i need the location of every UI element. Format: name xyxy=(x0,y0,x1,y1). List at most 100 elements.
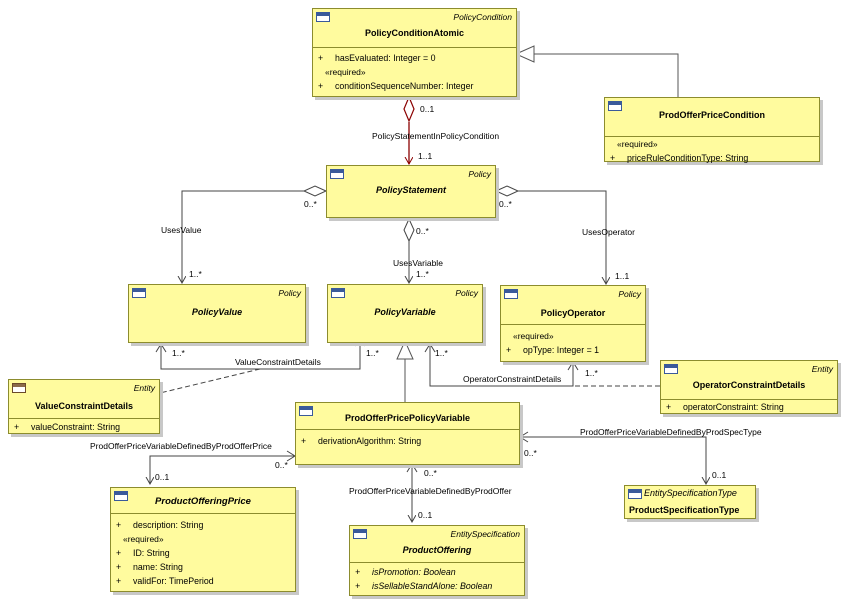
attribute: +valueConstraint: String xyxy=(14,422,120,432)
class-header: Entity OperatorConstraintDetails xyxy=(661,361,837,400)
multiplicity-label: 1..* xyxy=(189,269,202,279)
class-icon xyxy=(330,169,344,179)
multiplicity-label: 1..* xyxy=(172,348,185,358)
class-icon xyxy=(664,364,678,374)
multiplicity-label: 1..* xyxy=(585,368,598,378)
class-name: ProductOfferingPrice xyxy=(155,496,251,507)
class-product-offering-price[interactable]: ProductOfferingPrice +description: Strin… xyxy=(110,487,296,592)
generalization-price-policy-variable xyxy=(396,339,414,402)
attribute: +description: String xyxy=(116,520,204,530)
multiplicity-label: 0..* xyxy=(416,226,429,236)
association-operator-constraint-details xyxy=(424,343,660,387)
association-name-label: UsesOperator xyxy=(582,227,635,237)
attribute: +derivationAlgorithm: String xyxy=(301,436,422,446)
class-name: PolicyStatement xyxy=(375,185,447,195)
class-header: ProdOfferPriceCondition xyxy=(605,98,819,137)
attribute: +isPromotion: Boolean xyxy=(355,567,456,577)
attribute: +name: String xyxy=(116,562,183,572)
class-header: Entity ValueConstraintDetails xyxy=(9,380,159,419)
attribute: +ID: String xyxy=(116,548,170,558)
class-stereotype: Entity xyxy=(133,383,155,393)
class-header: EntitySpecification ProductOffering xyxy=(350,526,524,563)
attribute: +priceRuleConditionType: String xyxy=(610,153,749,163)
association-defined-by-prod-offer-price xyxy=(150,450,296,484)
class-policy-condition-atomic[interactable]: PolicyCondition PolicyConditionAtomic +h… xyxy=(312,8,517,97)
association-uses-operator xyxy=(494,185,606,284)
class-policy-statement[interactable]: Policy PolicyStatement xyxy=(326,165,496,218)
association-name-label: ProdOfferPriceVariableDefinedByProdSpecT… xyxy=(580,427,762,437)
class-stereotype: EntitySpecificationType xyxy=(644,488,737,498)
attribute: +hasEvaluated: Integer = 0 xyxy=(318,53,436,63)
association-name-label: ProdOfferPriceVariableDefinedByProdOffer… xyxy=(90,441,272,451)
multiplicity-label: 0..* xyxy=(304,199,317,209)
association-uses-value xyxy=(182,185,328,283)
association-name-label: ValueConstraintDetails xyxy=(235,357,321,367)
generalization-price-condition xyxy=(514,45,679,97)
class-product-specification-type[interactable]: EntitySpecificationType ProductSpecifica… xyxy=(624,485,756,519)
class-name: ProdOfferPricePolicyVariable xyxy=(344,413,471,423)
multiplicity-label: 0..1 xyxy=(420,104,435,114)
required-stereotype: «required» xyxy=(325,67,366,77)
required-stereotype: «required» xyxy=(617,139,658,149)
class-stereotype: Policy xyxy=(468,169,491,179)
class-header: Policy PolicyVariable xyxy=(328,285,482,323)
multiplicity-label: 0..* xyxy=(424,468,437,478)
class-policy-variable[interactable]: Policy PolicyVariable xyxy=(327,284,483,343)
attribute: +validFor: TimePeriod xyxy=(116,576,214,586)
class-stereotype: Entity xyxy=(811,364,833,374)
attribute: +isSellableStandAlone: Boolean xyxy=(355,581,493,591)
class-icon xyxy=(608,101,622,111)
class-policy-value[interactable]: Policy PolicyValue xyxy=(128,284,306,343)
class-prod-offer-price-policy-variable[interactable]: ProdOfferPricePolicyVariable +derivation… xyxy=(295,402,520,465)
class-header: Policy PolicyOperator xyxy=(501,286,645,325)
class-name: PolicyVariable xyxy=(374,307,436,317)
class-name: ProductSpecificationType xyxy=(629,505,740,515)
class-name: ProdOfferPriceCondition xyxy=(658,110,765,120)
class-header: Policy PolicyValue xyxy=(129,285,305,323)
class-icon xyxy=(114,491,128,501)
association-name-label: UsesVariable xyxy=(393,258,443,268)
class-icon xyxy=(132,288,146,298)
class-header: ProdOfferPricePolicyVariable xyxy=(296,403,519,430)
association-uses-variable xyxy=(403,217,415,283)
class-stereotype: Policy xyxy=(618,289,641,299)
multiplicity-label: 0..1 xyxy=(418,510,433,520)
class-prod-offer-price-condition[interactable]: ProdOfferPriceCondition «required» +pric… xyxy=(604,97,820,163)
multiplicity-label: 0..* xyxy=(499,199,512,209)
attribute: +operatorConstraint: String xyxy=(666,402,784,412)
class-icon xyxy=(12,383,26,393)
class-operator-constraint-details[interactable]: Entity OperatorConstraintDetails +operat… xyxy=(660,360,838,414)
required-stereotype: «required» xyxy=(123,534,164,544)
class-name: ValueConstraintDetails xyxy=(34,401,134,411)
class-policy-operator[interactable]: Policy PolicyOperator «required» +opType… xyxy=(500,285,646,362)
class-icon xyxy=(299,406,313,416)
class-stereotype: Policy xyxy=(455,288,478,298)
class-name: PolicyConditionAtomic xyxy=(365,28,464,38)
class-icon xyxy=(331,288,345,298)
multiplicity-label: 1..1 xyxy=(615,271,630,281)
class-name: PolicyValue xyxy=(191,307,243,317)
class-header: PolicyCondition PolicyConditionAtomic xyxy=(313,9,516,48)
class-stereotype: Policy xyxy=(278,288,301,298)
multiplicity-label: 0..* xyxy=(275,460,288,470)
multiplicity-label: 1..* xyxy=(416,269,429,279)
class-stereotype: EntitySpecification xyxy=(450,529,520,539)
class-name: OperatorConstraintDetails xyxy=(692,380,806,390)
multiplicity-label: 0..1 xyxy=(712,470,727,480)
attribute: +conditionSequenceNumber: Integer xyxy=(318,81,474,91)
class-name: ProductOffering xyxy=(402,545,472,555)
class-header: Policy PolicyStatement xyxy=(327,166,495,204)
association-name-label: PolicyStatementInPolicyCondition xyxy=(372,131,500,141)
class-value-constraint-details[interactable]: Entity ValueConstraintDetails +valueCons… xyxy=(8,379,160,434)
multiplicity-label: 1..1 xyxy=(418,151,433,161)
class-icon xyxy=(504,289,518,299)
association-name-label: OperatorConstraintDetails xyxy=(463,374,562,384)
multiplicity-label: 0..* xyxy=(524,448,537,458)
class-product-offering[interactable]: EntitySpecification ProductOffering +isP… xyxy=(349,525,525,596)
class-icon xyxy=(316,12,330,22)
required-stereotype: «required» xyxy=(513,331,554,341)
multiplicity-label: 1..* xyxy=(366,348,379,358)
attribute: +opType: Integer = 1 xyxy=(506,345,600,355)
association-policy-statement-in-condition xyxy=(403,95,415,164)
